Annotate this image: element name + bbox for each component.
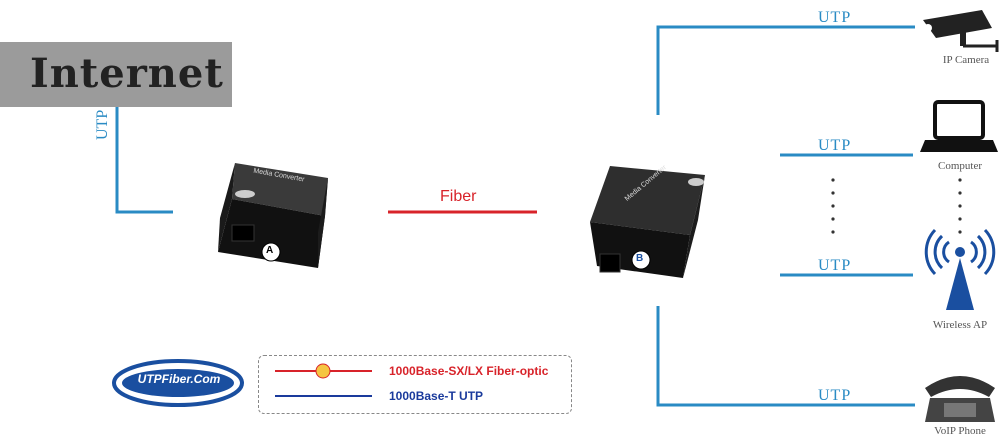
utp-label-internet: UTP: [94, 109, 111, 140]
voip-phone-icon: [925, 376, 995, 422]
converter-a-badge: A: [266, 245, 274, 256]
device-label-computer: Computer: [938, 160, 982, 172]
utp-label-camera: UTP: [818, 9, 852, 26]
device-label-phone: VoIP Phone: [934, 425, 986, 437]
utp-label-wireless: UTP: [818, 257, 852, 274]
device-label-camera: IP Camera: [942, 54, 990, 66]
utp-line-internet: [115, 107, 173, 214]
legend-fiber-connector: [315, 363, 331, 379]
media-converter-b: [590, 166, 705, 278]
legend-utp-label: 1000Base-T UTP: [389, 389, 484, 403]
legend-fiber-label: 1000Base-SX/LX Fiber-optic: [389, 364, 549, 378]
ellipsis-dots-right: [958, 178, 962, 234]
wireless-ap-icon: [924, 228, 996, 276]
fiber-label: Fiber: [440, 188, 477, 205]
utpfiber-logo: [112, 359, 244, 407]
legend-box: [258, 355, 572, 414]
internet-label: Internet: [30, 50, 224, 97]
internet-box: [0, 42, 232, 107]
laptop-icon: [920, 100, 998, 152]
logo-text: UTPFiber.Com: [137, 372, 221, 386]
utp-label-computer: UTP: [818, 137, 852, 154]
device-label-wireless: Wireless AP: [932, 319, 988, 331]
wireless-ap-mast: [946, 258, 974, 310]
ip-camera-icon: [923, 10, 999, 52]
converter-b-badge: B: [636, 253, 644, 264]
utp-label-phone: UTP: [818, 387, 852, 404]
utp-line-phone: [656, 306, 915, 407]
utp-line-camera: [656, 25, 915, 115]
media-converter-a: [218, 163, 328, 268]
ellipsis-dots-left: [831, 178, 835, 234]
